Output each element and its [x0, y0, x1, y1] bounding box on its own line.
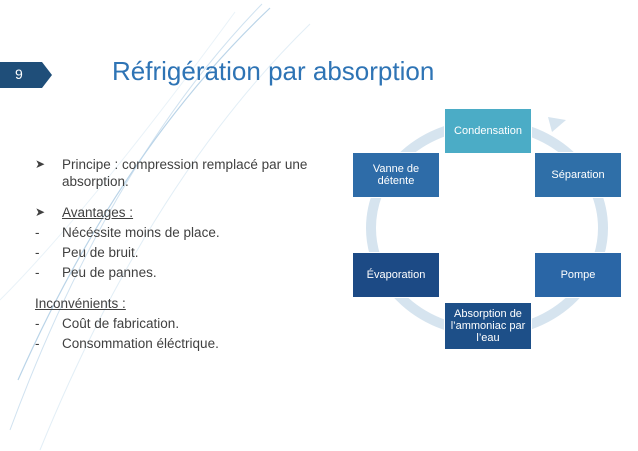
list-item: - Coût de fabrication.: [35, 315, 345, 332]
dash-marker: -: [35, 316, 40, 331]
disadvantages-heading: Inconvénients :: [35, 296, 126, 311]
principle-bullet: ➤ Principe : compression remplacé par un…: [35, 156, 345, 190]
slide-number: 9: [15, 66, 23, 82]
node-vanne-detente: Vanne de détente: [352, 152, 440, 198]
bullet-icon: ➤: [35, 205, 46, 219]
absorption-cycle-diagram: Condensation Séparation Pompe Absorption…: [352, 98, 622, 358]
node-separation: Séparation: [534, 152, 622, 198]
cycle-arrow-icon: [548, 117, 566, 132]
node-label: Condensation: [454, 125, 522, 137]
advantage-text: Peu de bruit.: [62, 245, 139, 260]
bullet-icon: ➤: [35, 157, 46, 171]
list-item: - Consommation éléctrique.: [35, 335, 345, 352]
node-label: Vanne de détente: [372, 163, 420, 187]
node-pompe: Pompe: [534, 252, 622, 298]
node-label: Absorption de l’ammoniac par l’eau: [450, 308, 526, 344]
advantage-text: Peu de pannes.: [62, 265, 157, 280]
node-condensation: Condensation: [444, 108, 532, 154]
slide-title: Réfrigération par absorption: [112, 56, 435, 86]
dash-marker: -: [35, 245, 40, 260]
node-label: Séparation: [551, 169, 605, 181]
list-item: - Peu de pannes.: [35, 264, 345, 281]
dash-marker: -: [35, 265, 40, 280]
advantages-heading: Avantages :: [62, 205, 134, 220]
disadvantage-text: Consommation éléctrique.: [62, 336, 219, 351]
body-text: ➤ Principe : compression remplacé par un…: [35, 156, 345, 352]
node-evaporation: Évaporation: [352, 252, 440, 298]
dash-marker: -: [35, 336, 40, 351]
slide-number-badge: 9: [0, 62, 52, 88]
advantages-bullet: ➤ Avantages :: [35, 204, 345, 221]
node-label: Évaporation: [366, 269, 426, 281]
principle-text: Principe : compression remplacé par une …: [62, 157, 308, 189]
slide-number-shape: [0, 62, 52, 88]
dash-marker: -: [35, 225, 40, 240]
list-item: - Nécéssite moins de place.: [35, 224, 345, 241]
disadvantage-text: Coût de fabrication.: [62, 316, 180, 331]
advantage-text: Nécéssite moins de place.: [62, 225, 220, 240]
list-item: - Peu de bruit.: [35, 244, 345, 261]
node-absorption: Absorption de l’ammoniac par l’eau: [444, 302, 532, 350]
node-label: Pompe: [560, 269, 596, 281]
